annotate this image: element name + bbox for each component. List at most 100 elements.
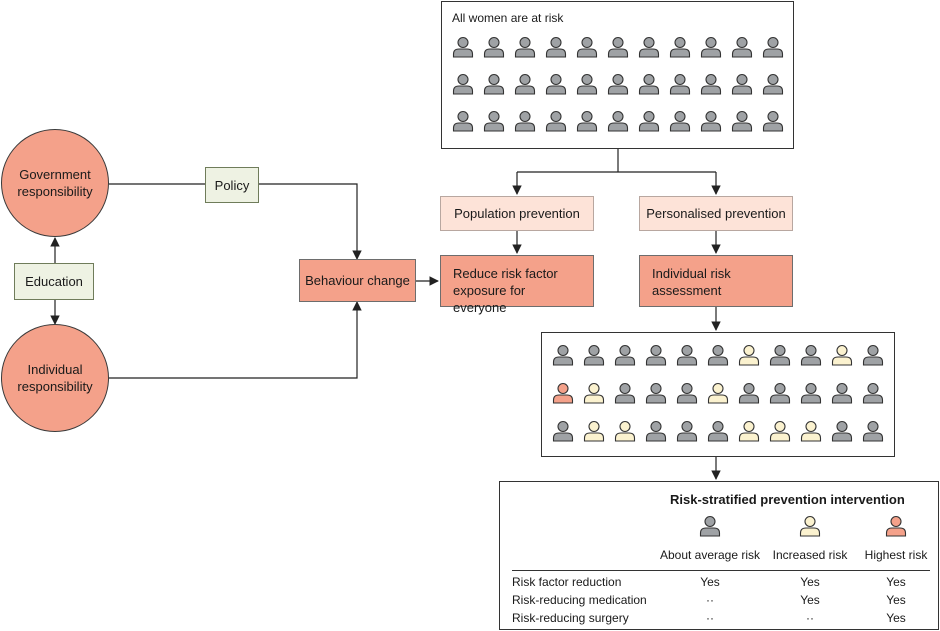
table-cell: Yes [800,575,820,589]
person-icon [483,73,505,95]
person-icon [762,73,784,95]
person-icon [576,36,598,58]
personalised-prevention-node: Personalised prevention [639,196,793,231]
reduce-exposure-label: Reduce risk factor exposure for everyone [453,266,558,315]
table-cell: Yes [886,611,906,625]
legend-highest-icon [885,515,907,537]
person-icon [607,110,629,132]
risk-assessment-node: Individual risk assessment [639,255,793,307]
person-icon [514,73,536,95]
person-icon [452,110,474,132]
person-icon [514,110,536,132]
person-icon [452,73,474,95]
person-icon [607,36,629,58]
table-cell: Yes [886,575,906,589]
person-icon-average [614,382,636,404]
population-prevention-label: Population prevention [454,206,580,221]
intervention-title: Risk-stratified prevention intervention [670,492,905,507]
person-icon-average [862,420,884,442]
person-icon [700,36,722,58]
table-row-label: Risk-reducing surgery [512,611,629,625]
person-icon-average [676,420,698,442]
table-cell: Yes [700,575,720,589]
population-prevention-node: Population prevention [440,196,594,231]
person-icon [700,73,722,95]
table-cell: ·· [706,593,714,607]
person-icon-average [769,382,791,404]
person-icon [731,36,753,58]
person-icon [576,110,598,132]
person-icon-highest [552,382,574,404]
intervention-panel: Risk-stratified prevention intervention … [499,481,939,630]
person-icon-average [645,344,667,366]
person-icon-average [831,382,853,404]
person-icon [545,36,567,58]
arrow-individual-behaviour [109,301,362,379]
person-icon [638,110,660,132]
person-icon-average [738,382,760,404]
person-icon-average [552,344,574,366]
person-icon-increased [707,382,729,404]
policy-label: Policy [214,177,250,193]
person-icon-average [862,344,884,366]
person-icon-increased [800,420,822,442]
table-cell: Yes [886,593,906,607]
stratified-risk-panel [541,332,895,457]
risk-assessment-label: Individual risk assessment [652,266,731,298]
person-icon-increased [583,382,605,404]
person-icon-average [645,382,667,404]
person-icon-average [707,420,729,442]
person-icon-average [614,344,636,366]
table-cell: Yes [800,593,820,607]
education-node: Education [14,263,94,300]
table-row-label: Risk-reducing medication [512,593,647,607]
person-icon [700,110,722,132]
government-responsibility-node: Government responsibility [1,129,109,237]
person-icon-increased [614,420,636,442]
person-icon [452,36,474,58]
stratified-risk-grid [542,333,896,458]
person-icon [545,73,567,95]
individual-responsibility-label: Individual responsibility [17,362,93,394]
person-icon [669,110,691,132]
person-icon [669,36,691,58]
column-header: Highest risk [864,548,928,562]
person-icon-average [800,344,822,366]
personalised-prevention-label: Personalised prevention [646,206,786,221]
behaviour-change-label: Behaviour change [305,273,410,288]
person-icon-average [769,344,791,366]
legend-icons: About average risk Increased risk Highest … [500,482,940,631]
table-cell: ·· [706,611,714,625]
person-icon [638,73,660,95]
person-icon [762,110,784,132]
person-icon [514,36,536,58]
person-icon-average [645,420,667,442]
column-header: About average risk [659,548,761,562]
person-icon [576,73,598,95]
legend-average-icon [699,515,721,537]
person-icon [483,36,505,58]
person-icon-average [831,420,853,442]
person-icon [483,110,505,132]
table-row-label: Risk factor reduction [512,575,622,589]
person-icon [545,110,567,132]
reduce-exposure-node: Reduce risk factor exposure for everyone [440,255,594,315]
column-header: Increased risk [772,548,848,562]
all-women-title: All women are at risk [452,11,564,25]
person-icon [638,36,660,58]
person-icon-increased [738,420,760,442]
arrow-policy-behaviour [259,183,362,260]
education-label: Education [25,274,83,289]
person-icon-average [676,382,698,404]
person-icon [607,73,629,95]
person-icon [669,73,691,95]
individual-responsibility-node: Individual responsibility [1,324,109,432]
legend-increased-icon [799,515,821,537]
person-icon-average [862,382,884,404]
table-cell: ·· [806,611,814,625]
behaviour-change-node: Behaviour change [299,259,416,302]
all-women-grid [442,2,795,150]
government-responsibility-label: Government responsibility [17,167,93,199]
